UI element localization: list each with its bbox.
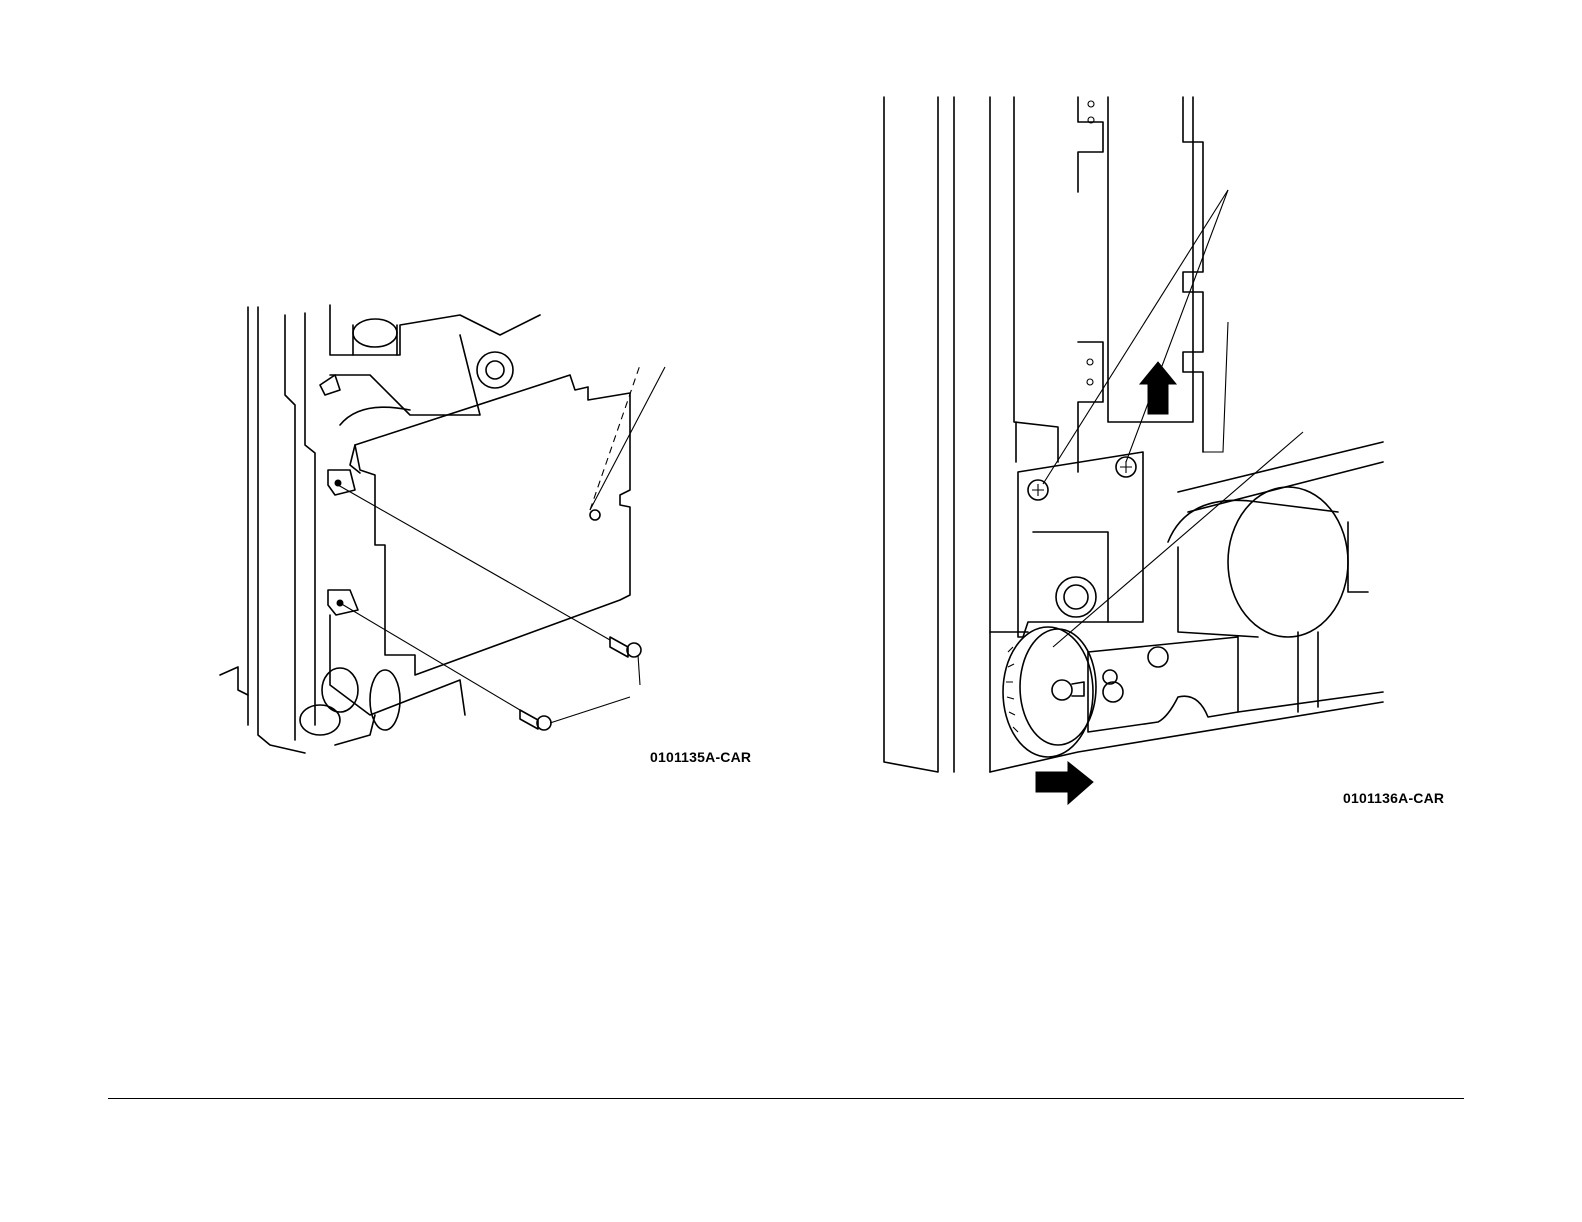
figure-id-left: 0101135A-CAR <box>650 749 751 765</box>
figure-id-right: 0101136A-CAR <box>1343 790 1444 806</box>
cover-panel-drawing <box>210 295 670 775</box>
motor-gear-drawing <box>878 92 1398 822</box>
figure-left-illustration <box>210 295 670 775</box>
footer-divider <box>108 1098 1464 1099</box>
figure-right-illustration <box>878 92 1398 822</box>
